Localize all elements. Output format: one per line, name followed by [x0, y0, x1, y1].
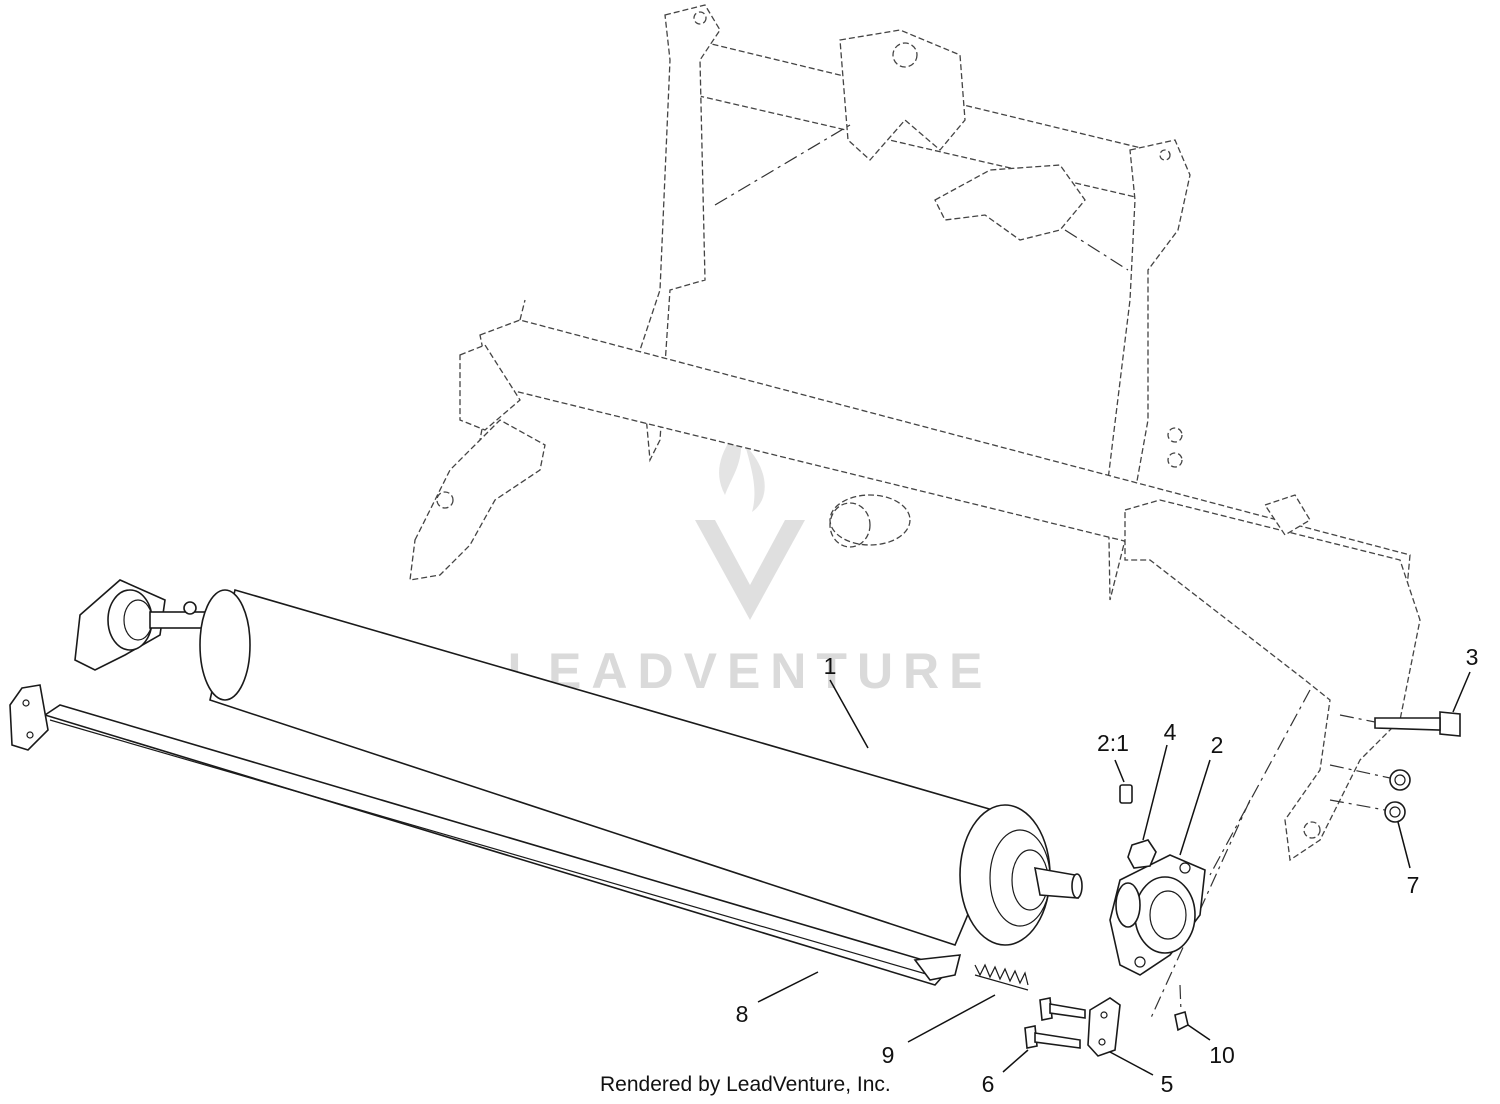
nut-4 [1127, 839, 1157, 869]
callout-7: 7 [1407, 872, 1420, 898]
flange-nuts-7 [1329, 764, 1411, 823]
callout-10: 10 [1209, 1042, 1235, 1068]
callout-1: 1 [824, 653, 837, 679]
grease-fitting-10 [1174, 984, 1189, 1032]
bolt-3 [1339, 711, 1461, 737]
callout-3: 3 [1466, 644, 1479, 670]
watermark-text: LEADVENTURE [507, 643, 992, 699]
right-bearing-housing [1109, 854, 1206, 976]
callout-9: 9 [882, 1042, 895, 1068]
bolts-6 [1024, 997, 1086, 1049]
spring-9 [974, 963, 1029, 991]
callout-2-1: 2:1 [1097, 730, 1129, 756]
left-end-bracket [9, 684, 49, 751]
render-credit: Rendered by LeadVenture, Inc. [600, 1073, 891, 1096]
grease-fitting-2-1 [1119, 784, 1133, 804]
callout-8: 8 [736, 1001, 749, 1027]
scraper-bar [43, 704, 962, 986]
left-bearing-housing [74, 579, 211, 671]
callout-labels: 1 2 2:1 3 4 5 6 7 8 9 10 [736, 644, 1479, 1097]
bracket-5 [1087, 997, 1121, 1057]
leadventure-watermark: LEADVENTURE [507, 425, 992, 699]
callout-6: 6 [982, 1071, 995, 1097]
callout-5: 5 [1161, 1071, 1174, 1097]
callout-2: 2 [1211, 732, 1224, 758]
roller-assembly [199, 588, 1083, 946]
mower-frame-ghost [409, 4, 1421, 1021]
leader-lines [757, 671, 1471, 1076]
callout-4: 4 [1164, 719, 1177, 745]
